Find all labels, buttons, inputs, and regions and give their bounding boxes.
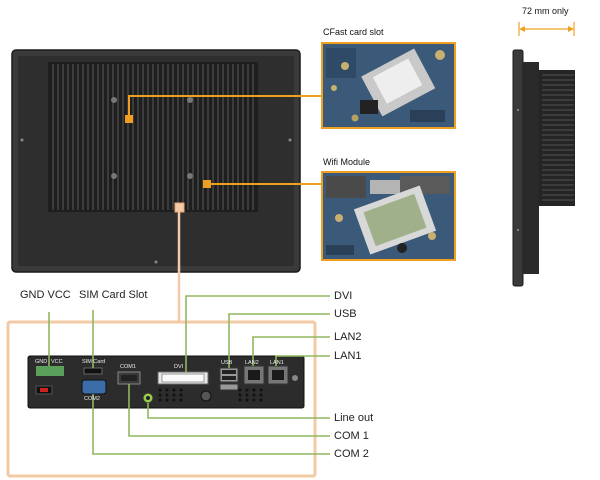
cfast-callout-label: CFast card slot: [323, 27, 384, 37]
line-out-label: Line out: [334, 412, 374, 424]
silk-sim: SIM Card: [82, 359, 106, 365]
panel-rear-view: [11, 49, 301, 273]
lan1-label: LAN1: [334, 350, 362, 362]
silk-com1: COM1: [120, 364, 136, 370]
io-panel: [27, 355, 305, 409]
silk-usb: USB: [221, 360, 233, 366]
silk-com2: COM2: [84, 396, 100, 402]
silk-dvi: DVI: [174, 364, 184, 370]
silk-lan1: LAN1: [270, 360, 284, 366]
wifi-inset-photo: [321, 171, 456, 261]
com2-label: COM 2: [334, 448, 369, 460]
silk-gnd: GND: [35, 359, 48, 365]
io-closeup-frame: [6, 320, 317, 478]
io-leader: [174, 202, 185, 322]
cfast-inset-photo: [321, 42, 456, 129]
vent-holes: [158, 388, 263, 402]
sim-card-slot-label: SIM Card Slot: [79, 289, 148, 301]
gnd-vcc-label: GND VCC: [20, 289, 71, 301]
wifi-leader: [203, 180, 322, 188]
wifi-callout-label: Wifi Module: [323, 157, 371, 167]
silk-lan2: LAN2: [245, 360, 259, 366]
com1-label: COM 1: [334, 430, 369, 442]
side-profile-view: [512, 22, 575, 287]
heatsink-fins: [52, 64, 254, 210]
cfast-leader: [125, 95, 322, 123]
dvi-label: DVI: [334, 290, 353, 302]
silk-vcc: VCC: [51, 359, 63, 365]
side-fins: [542, 74, 574, 201]
usb-label: USB: [334, 308, 357, 320]
side-dimension-label: 72 mm only: [522, 6, 569, 16]
connector-leaders: [48, 295, 330, 455]
lan2-label: LAN2: [334, 331, 362, 343]
